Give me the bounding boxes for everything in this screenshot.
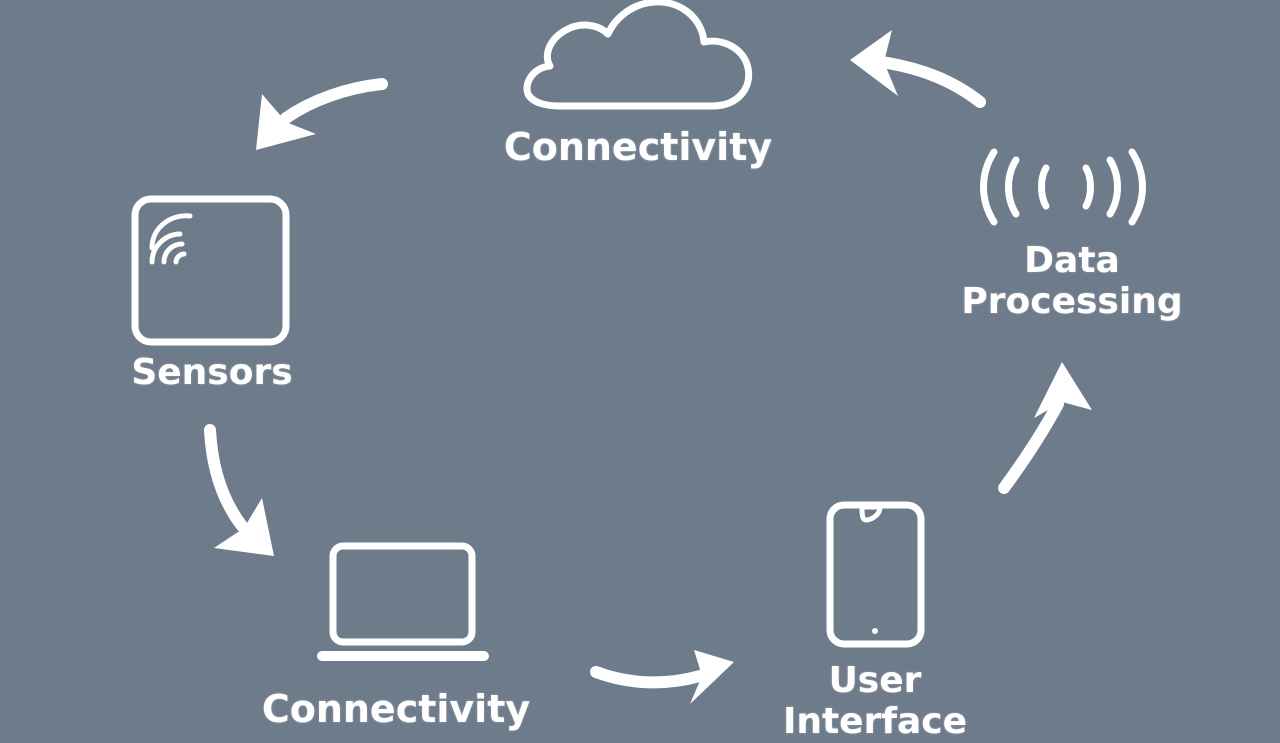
arrow-user-interface-to-data-processing: [998, 362, 1092, 494]
iot-cycle-diagram: Connectivity Data Processing Sensors Con…: [131, 0, 1196, 742]
cloud-icon: [523, 0, 753, 110]
smartphone-icon: [826, 501, 925, 648]
wireless-signal-icon: [980, 148, 1146, 226]
arrow-data-processing-to-cloud: [850, 30, 986, 108]
sensor-icon: [131, 195, 290, 346]
arrow-sensors-to-laptop: [204, 424, 274, 556]
cloud-connectivity-label: Connectivity: [503, 125, 773, 169]
data-processing-label: Data Processing: [948, 240, 1196, 323]
diagram-graphics: [131, 0, 1146, 704]
sensors-label: Sensors: [131, 352, 293, 393]
arrow-laptop-to-user-interface: [590, 650, 734, 704]
arrow-cloud-to-sensors: [256, 78, 388, 150]
laptop-icon: [317, 542, 489, 661]
user-interface-label-line-2: Interface: [782, 701, 968, 743]
user-interface-label: User Interface: [770, 660, 980, 743]
laptop-connectivity-label: Connectivity: [261, 687, 531, 731]
data-processing-label-line-2: Processing: [961, 281, 1183, 323]
data-processing-label-line-1: Data: [1024, 240, 1120, 281]
user-interface-label-line-1: User: [828, 660, 922, 701]
